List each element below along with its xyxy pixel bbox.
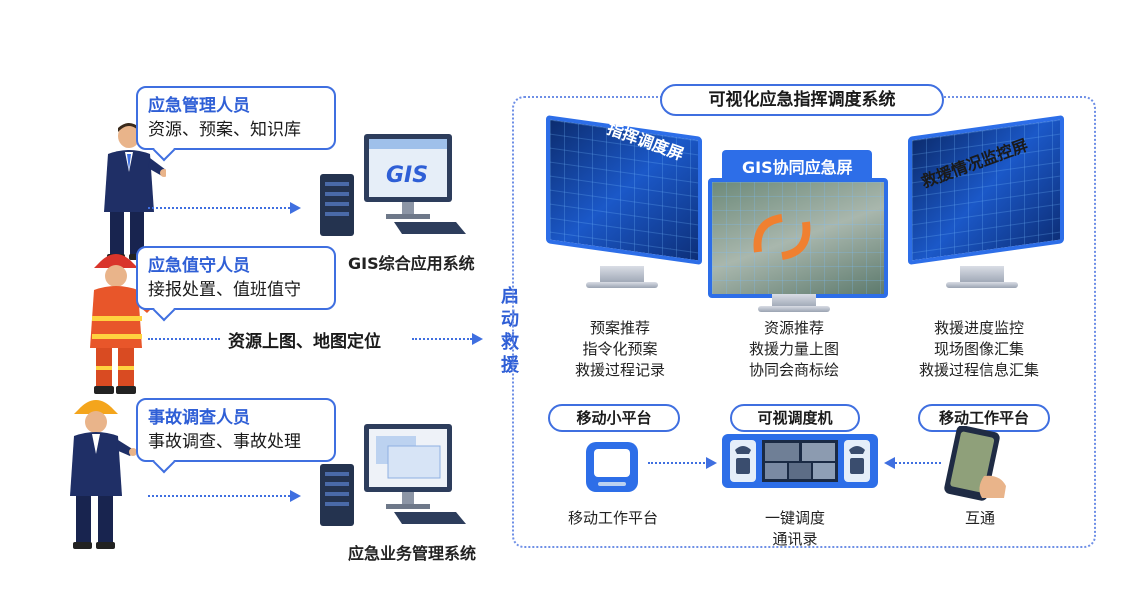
screen-desc-1: 预案推荐 指令化预案 救援过程记录 [560, 318, 680, 381]
role-desc: 接报处置、值班值守 [148, 278, 324, 302]
desc-line: 现场图像汇集 [904, 339, 1054, 360]
flow-arrow-head [290, 202, 301, 214]
desc-line: 救援进度监控 [904, 318, 1054, 339]
device-caption: 移动工作平台 [556, 508, 670, 529]
role-title: 应急管理人员 [148, 94, 324, 118]
desc-line: 预案推荐 [560, 318, 680, 339]
role-bubble-duty: 应急值守人员 接报处置、值班值守 [136, 246, 336, 310]
screen-base [758, 306, 830, 312]
panel-title: 可视化应急指挥调度系统 [660, 84, 944, 116]
desc-line: 协同会商标绘 [732, 360, 856, 381]
screen-desc-2: 资源推荐 救援力量上图 协同会商标绘 [732, 318, 856, 381]
device-pill-video-dispatcher: 可视调度机 [730, 404, 860, 432]
device-arrow-line [895, 462, 941, 464]
flow-arrow-head [290, 490, 301, 502]
device-arrow-line [648, 462, 708, 464]
role-title: 事故调查人员 [148, 406, 324, 430]
role-title: 应急值守人员 [148, 254, 324, 278]
gis-collab-screen [708, 178, 888, 298]
role-bubble-investigator: 事故调查人员 事故调查、事故处理 [136, 398, 336, 462]
middle-flow-label: 资源上图、地图定位 [228, 327, 381, 352]
device-caption: 一键调度 通讯录 [740, 508, 850, 550]
device-caption: 互通 [950, 508, 1010, 529]
device-pill-mobile-small: 移动小平台 [548, 404, 680, 432]
mobile-phone-icon [944, 426, 1010, 502]
business-workstation-icon [316, 420, 476, 530]
screen-base [946, 282, 1018, 288]
flow-arrow-line [148, 338, 220, 340]
desc-line: 指令化预案 [560, 339, 680, 360]
desc-line: 救援过程信息汇集 [904, 360, 1054, 381]
flow-arrow-line [148, 495, 290, 497]
gis-screen-text: GIS [386, 163, 428, 188]
screen-title: GIS协同应急屏 [742, 154, 853, 178]
role-desc: 资源、预案、知识库 [148, 118, 324, 142]
mobile-terminal-icon [584, 440, 640, 494]
orange-arc-icon [752, 212, 812, 262]
desc-line: 救援力量上图 [732, 339, 856, 360]
device-arrow-head [706, 457, 717, 469]
desc-line: 资源推荐 [732, 318, 856, 339]
video-dispatcher-icon [720, 432, 880, 490]
flow-arrow-head [472, 333, 483, 345]
screen-desc-3: 救援进度监控 现场图像汇集 救援过程信息汇集 [904, 318, 1054, 381]
screen-base [586, 282, 658, 288]
device-arrow-head [884, 457, 895, 469]
flow-arrow-line [412, 338, 472, 340]
role-bubble-manager: 应急管理人员 资源、预案、知识库 [136, 86, 336, 150]
role-desc: 事故调查、事故处理 [148, 430, 324, 454]
investigator-person-icon [62, 392, 136, 552]
desc-line: 救援过程记录 [560, 360, 680, 381]
business-system-label: 应急业务管理系统 [348, 540, 476, 564]
flow-arrow-line [148, 207, 290, 209]
gis-system-label: GIS综合应用系统 [348, 250, 475, 274]
